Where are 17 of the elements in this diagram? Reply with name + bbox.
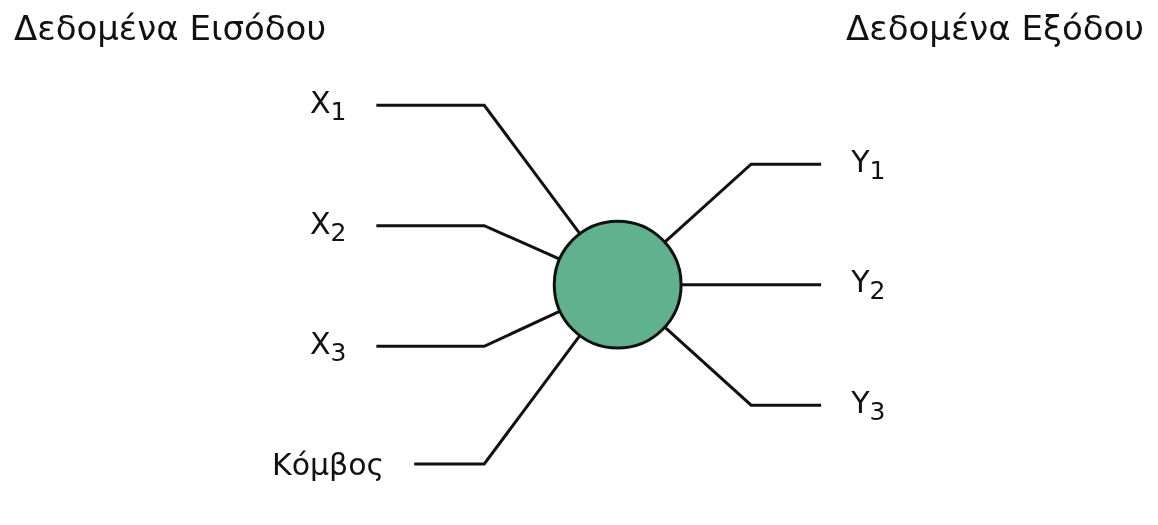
connector [376, 224, 561, 261]
connector [376, 310, 561, 348]
connector [664, 326, 822, 407]
node-text: Κόμβος [272, 446, 385, 482]
node-text: Y$_{2}$ [851, 264, 886, 306]
node-circle [553, 219, 683, 350]
connector [414, 334, 582, 466]
connector [681, 283, 822, 287]
node-text: Y$_{3}$ [851, 385, 886, 427]
node-text: X$_{2}$ [310, 205, 347, 247]
node-text: Y$_{1}$ [851, 144, 886, 186]
connector [664, 162, 822, 244]
connector [376, 104, 582, 235]
heading-text: Δεδομένα Εξόδου [846, 8, 1144, 50]
node-text: X$_{3}$ [310, 326, 347, 368]
heading-text: Δεδομένα Εισόδου [14, 8, 327, 50]
node-text: X$_{1}$ [310, 85, 347, 127]
